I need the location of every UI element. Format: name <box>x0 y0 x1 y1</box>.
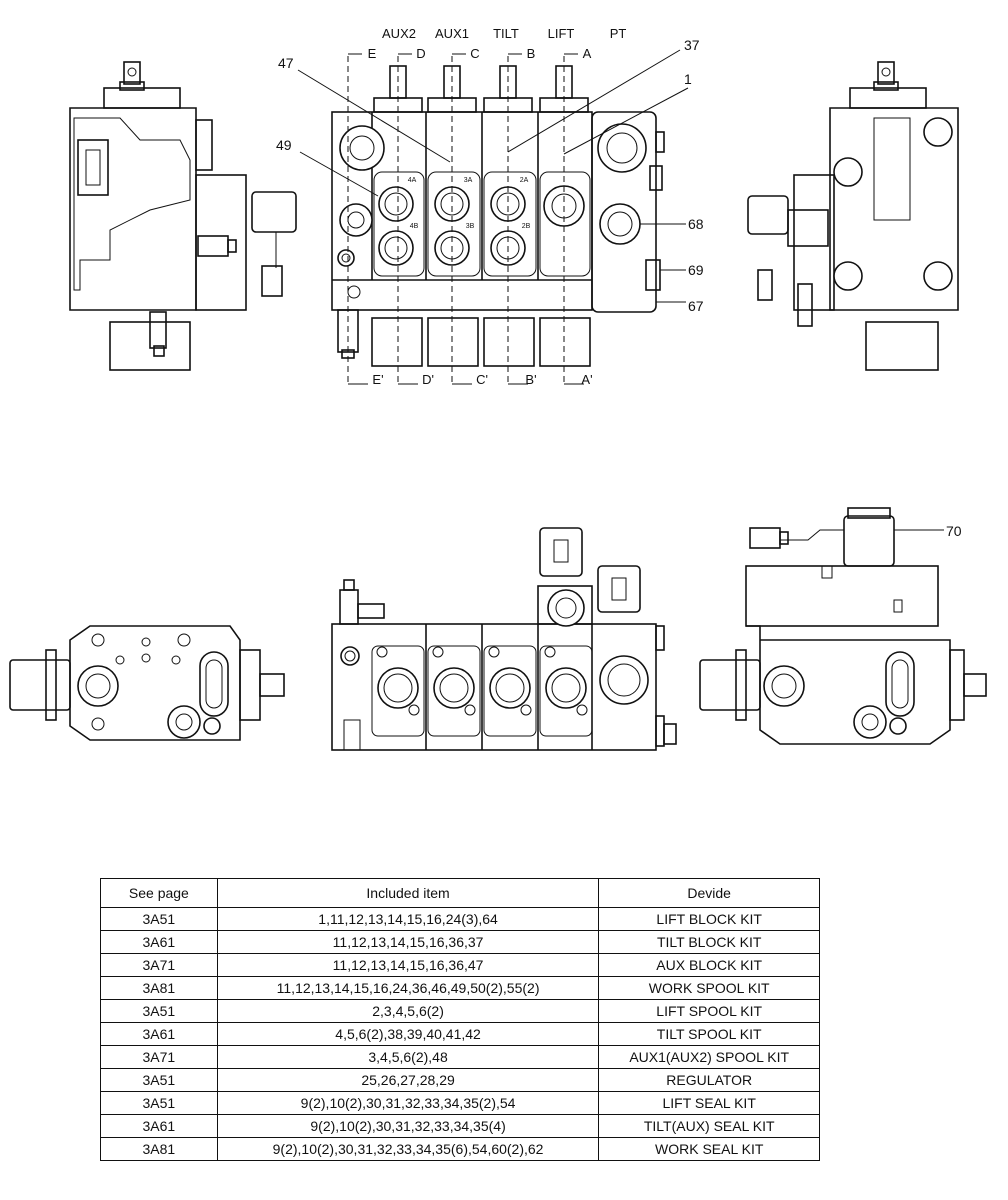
section-letter-a: A <box>583 46 592 61</box>
port-label-3a: 3A <box>464 177 473 184</box>
included-item-cell: 11,12,13,14,15,16,36,47 <box>216 953 600 977</box>
devide-cell: AUX1(AUX2) SPOOL KIT <box>598 1045 820 1069</box>
see-page-cell: 3A71 <box>100 1045 218 1069</box>
devide-cell: LIFT SPOOL KIT <box>598 999 820 1023</box>
callout-67: 67 <box>688 298 704 314</box>
callout-68: 68 <box>688 216 704 232</box>
section-label-pt: PT <box>610 26 627 41</box>
see-page-cell: 3A61 <box>100 930 218 954</box>
devide-cell: WORK SPOOL KIT <box>598 976 820 1000</box>
included-item-cell: 9(2),10(2),30,31,32,33,34,35(4) <box>216 1114 600 1138</box>
see-page-cell: 3A81 <box>100 1137 218 1161</box>
section-label-aux1: AUX1 <box>435 26 469 41</box>
see-page-cell: 3A71 <box>100 953 218 977</box>
table-header-row: See page Included item Devide <box>100 878 820 908</box>
section-label-lift: LIFT <box>548 26 575 41</box>
see-page-cell: 3A61 <box>100 1114 218 1138</box>
included-item-cell: 9(2),10(2),30,31,32,33,34,35(2),54 <box>216 1091 600 1115</box>
section-label-aux2: AUX2 <box>382 26 416 41</box>
section-letter-c-prime: C' <box>476 372 488 387</box>
valve-drawing: AUX2 AUX1 TILT LIFT PT E D C B A E' D' C… <box>9 26 987 751</box>
see-page-cell: 3A61 <box>100 1022 218 1046</box>
section-letter-d-prime: D' <box>422 372 434 387</box>
included-item-cell: 25,26,27,28,29 <box>216 1068 600 1092</box>
section-letter-b: B <box>527 46 536 61</box>
devide-cell: TILT SPOOL KIT <box>598 1022 820 1046</box>
front-view <box>297 49 689 386</box>
devide-cell: WORK SEAL KIT <box>598 1137 820 1161</box>
included-item-cell: 4,5,6(2),38,39,40,41,42 <box>216 1022 600 1046</box>
devide-cell: TILT(AUX) SEAL KIT <box>598 1114 820 1138</box>
see-page-cell: 3A51 <box>100 1068 218 1092</box>
port-label-2b: 2B <box>522 223 531 230</box>
column-header-included-item: Included item <box>216 878 600 908</box>
section-letter-d: D <box>416 46 425 61</box>
section-letter-c: C <box>470 46 479 61</box>
side-view-left <box>69 61 297 371</box>
included-item-cell: 9(2),10(2),30,31,32,33,34,35(6),54,60(2)… <box>216 1137 600 1161</box>
valve-assembly-diagram: AUX2 AUX1 TILT LIFT PT E D C B A E' D' C… <box>9 26 987 751</box>
see-page-cell: 3A51 <box>100 1091 218 1115</box>
callout-1: 1 <box>684 71 692 87</box>
callout-49: 49 <box>276 137 292 153</box>
included-item-cell: 11,12,13,14,15,16,36,37 <box>216 930 600 954</box>
devide-cell: LIFT BLOCK KIT <box>598 907 820 931</box>
section-label-tilt: TILT <box>493 26 519 41</box>
see-page-cell: 3A51 <box>100 907 218 931</box>
devide-cell: TILT BLOCK KIT <box>598 930 820 954</box>
port-label-4a: 4A <box>408 177 417 184</box>
port-label-3b: 3B <box>466 223 475 230</box>
included-item-cell: 11,12,13,14,15,16,24,36,46,49,50(2),55(2… <box>216 976 600 1000</box>
devide-cell: LIFT SEAL KIT <box>598 1091 820 1115</box>
end-view-right <box>699 507 987 745</box>
callout-37: 37 <box>684 37 700 53</box>
column-header-see-page: See page <box>100 878 218 908</box>
included-item-cell: 2,3,4,5,6(2) <box>216 999 600 1023</box>
end-view-left <box>9 625 285 741</box>
port-label-4b: 4B <box>410 223 419 230</box>
section-letter-e: E <box>368 46 377 61</box>
callout-70: 70 <box>946 523 962 539</box>
included-item-cell: 3,4,5,6(2),48 <box>216 1045 600 1069</box>
section-letter-e-prime: E' <box>372 372 383 387</box>
callout-47: 47 <box>278 55 294 71</box>
see-page-cell: 3A81 <box>100 976 218 1000</box>
devide-cell: AUX BLOCK KIT <box>598 953 820 977</box>
devide-cell: REGULATOR <box>598 1068 820 1092</box>
callout-69: 69 <box>688 262 704 278</box>
see-page-cell: 3A51 <box>100 999 218 1023</box>
side-view-right <box>747 61 959 371</box>
section-letter-b-prime: B' <box>525 372 536 387</box>
included-item-cell: 1,11,12,13,14,15,16,24(3),64 <box>216 907 600 931</box>
top-view <box>331 527 677 751</box>
column-header-devide: Devide <box>598 878 820 908</box>
port-label-2a: 2A <box>520 177 529 184</box>
section-letter-a-prime: A' <box>581 372 592 387</box>
